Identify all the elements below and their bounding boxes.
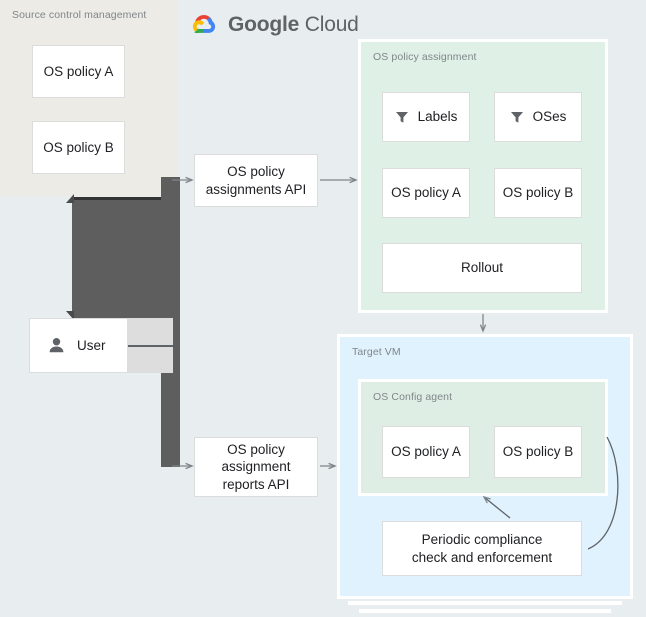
- user-flow-arrow-head-up: [66, 194, 74, 203]
- rollout-label: Rollout: [460, 260, 504, 276]
- scm-os-policy-b-box[interactable]: OS policy B: [32, 121, 125, 174]
- agent-os-policy-a-box[interactable]: OS policy A: [382, 426, 470, 478]
- oses-filter-box[interactable]: OSes: [494, 92, 582, 142]
- filter-funnel-icon: [510, 112, 523, 123]
- labels-filter-label: Labels: [417, 109, 458, 125]
- os-config-agent-title: OS Config agent: [373, 391, 453, 403]
- person-icon: [49, 338, 64, 353]
- user-stack-tile-separator: [125, 345, 173, 347]
- assignment-os-policy-a-label: OS policy A: [391, 185, 461, 201]
- agent-os-policy-a-label: OS policy A: [391, 444, 461, 460]
- filter-funnel-icon: [395, 112, 408, 123]
- scm-os-policy-a-box[interactable]: OS policy A: [32, 45, 125, 98]
- user-flow-block-arrow: [72, 200, 173, 320]
- os-policy-assignment-reports-api-box[interactable]: OS policy assignment reports API: [194, 437, 318, 497]
- labels-filter-box[interactable]: Labels: [382, 92, 470, 142]
- brand-google-text: Google: [228, 13, 300, 36]
- os-policy-assignment-title: OS policy assignment: [373, 51, 477, 63]
- assignment-os-policy-b-box[interactable]: OS policy B: [494, 168, 582, 218]
- agent-os-policy-b-label: OS policy B: [502, 444, 574, 460]
- source-control-management-title: Source control management: [12, 9, 147, 21]
- google-cloud-wordmark: Google Cloud: [228, 13, 359, 37]
- target-vm-stack-line: [359, 609, 611, 613]
- target-vm-title: Target VM: [352, 346, 401, 358]
- rollout-box[interactable]: Rollout: [382, 243, 582, 293]
- target-vm-stack-line: [348, 601, 622, 605]
- os-policy-assignments-api-box[interactable]: OS policy assignments API: [194, 154, 318, 207]
- assignment-os-policy-a-box[interactable]: OS policy A: [382, 168, 470, 218]
- scm-os-policy-a-label: OS policy A: [43, 63, 114, 79]
- user-label: User: [77, 337, 106, 353]
- os-policy-assignments-api-label: OS policy assignments API: [205, 164, 307, 197]
- google-cloud-lockup: Google Cloud: [189, 12, 359, 38]
- agent-os-policy-b-box[interactable]: OS policy B: [494, 426, 582, 478]
- os-policy-assignment-reports-api-label: OS policy assignment reports API: [221, 442, 291, 492]
- assignment-os-policy-b-label: OS policy B: [502, 185, 574, 201]
- user-flow-arrow-head-down: [66, 311, 74, 320]
- user-box[interactable]: User: [29, 318, 128, 373]
- periodic-compliance-box[interactable]: Periodic compliance check and enforcemen…: [382, 521, 582, 576]
- user-flow-arrow-top-edge: [74, 197, 173, 202]
- brand-cloud-text: Cloud: [304, 13, 359, 36]
- google-cloud-logo-icon: [192, 14, 216, 34]
- oses-filter-label: OSes: [532, 109, 567, 125]
- scm-os-policy-b-label: OS policy B: [43, 139, 114, 155]
- periodic-compliance-label: Periodic compliance check and enforcemen…: [411, 532, 553, 565]
